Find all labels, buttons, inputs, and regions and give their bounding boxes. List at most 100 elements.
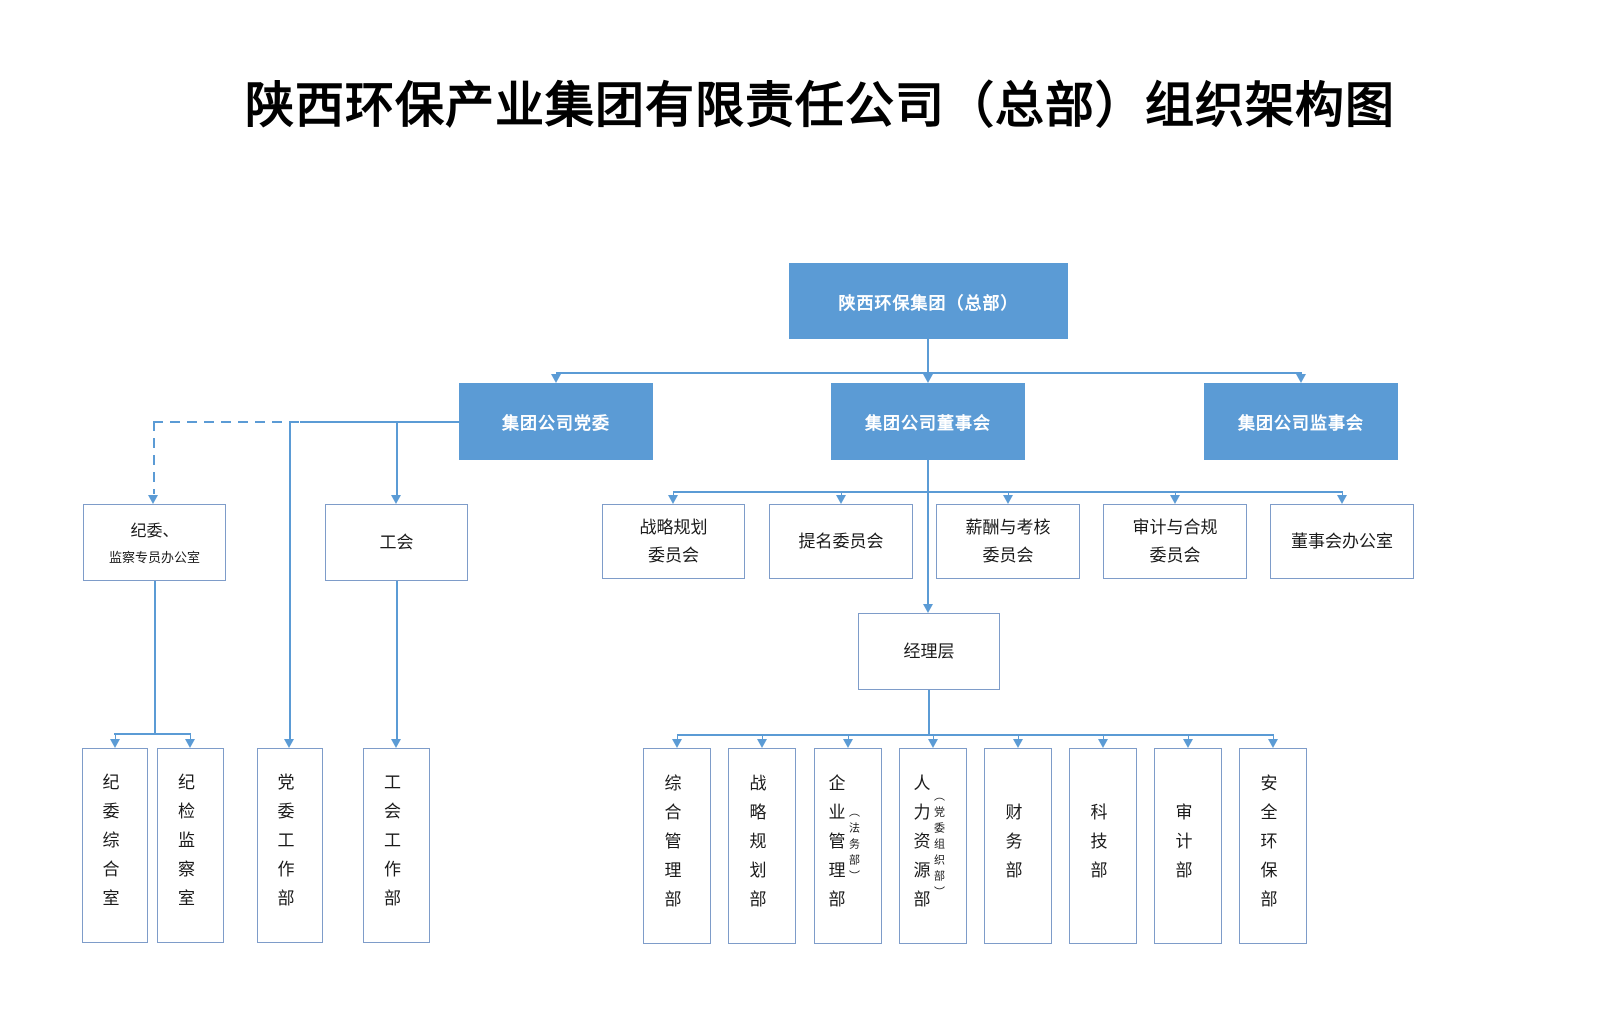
connector-stub (672, 491, 674, 496)
arrow-down-icon (184, 739, 195, 748)
arrow-down-icon (927, 739, 938, 748)
arrow-down-icon (1267, 739, 1278, 748)
org-node-dept-human-resources: 人力资源部 （党委组织部） (899, 748, 967, 944)
org-node-dept-strategy-planning: 战略规划部 (728, 748, 796, 944)
connector-board-to-management (927, 460, 929, 604)
org-node-dept-enterprise-management: 企业管理部 （法务部） (814, 748, 882, 944)
arrow-down-icon (922, 374, 933, 383)
org-node-dept-safety-environment: 安全环保部 (1239, 748, 1307, 944)
connector-stub (1272, 734, 1274, 739)
org-node-union: 工会 (325, 504, 468, 581)
connector-discipline-dashed-down (153, 421, 155, 494)
label-line1: 董事会办公室 (1291, 531, 1393, 551)
org-node-dept-general-management: 综合管理部 (643, 748, 711, 944)
arrow-down-icon (1336, 495, 1347, 504)
org-node-discipline-office: 纪委、 监察专员办公室 (83, 504, 226, 581)
connector-stub (840, 491, 842, 496)
dept-label: 战略规划部 (746, 773, 766, 919)
org-node-dept-science-technology: 科技部 (1069, 748, 1137, 944)
connector-stub (189, 733, 191, 739)
org-node-dept-finance: 财务部 (984, 748, 1052, 944)
label-line2: 委员会 (648, 545, 699, 565)
org-node-supervisory-board: 集团公司监事会 (1204, 383, 1398, 460)
connector-discipline-split (114, 733, 191, 735)
label-line2: 委员会 (1149, 545, 1201, 565)
dept-note: （法务部） (847, 806, 860, 886)
label-line1: 审计与合规 (1132, 517, 1218, 537)
connector-stub (1341, 491, 1343, 496)
dept-label: 工会工作部 (381, 773, 400, 918)
connector-stub (1017, 734, 1019, 739)
arrow-down-icon (1002, 495, 1013, 504)
arrow-down-icon (671, 739, 682, 748)
org-node-management-label: 经理层 (903, 641, 955, 661)
dept-label: 安全环保部 (1257, 773, 1277, 919)
org-node-board-office: 董事会办公室 (1270, 504, 1414, 579)
label-line2: 委员会 (982, 545, 1034, 565)
org-node-discipline-inspection-office: 纪检监察室 (157, 748, 224, 943)
connector-stub (1174, 491, 1176, 496)
connector-stub (1187, 734, 1189, 739)
org-node-root: 陕西环保集团（总部） (789, 263, 1068, 339)
dept-label: 人力资源部 (910, 773, 930, 919)
dept-label: 综合管理部 (661, 773, 681, 919)
connector-party-left-solid (300, 421, 459, 423)
label-line1: 战略规划 (639, 517, 708, 537)
connector-stub (761, 734, 763, 739)
page-title: 陕西环保产业集团有限责任公司（总部）组织架构图 (244, 78, 1395, 133)
org-node-dept-audit: 审计部 (1154, 748, 1222, 944)
arrow-down-icon (390, 495, 401, 504)
org-node-board-label: 集团公司董事会 (865, 414, 991, 433)
connector-departments-horizontal (677, 734, 1273, 736)
connector-party-work-down (289, 421, 291, 739)
label-line1: 薪酬与考核 (965, 517, 1051, 537)
dept-label: 纪委综合室 (99, 773, 119, 918)
connector-stub (847, 734, 849, 739)
dept-label: 纪检监察室 (175, 773, 194, 918)
connector-root-down (927, 339, 929, 373)
connector-stub (114, 733, 116, 739)
arrow-down-icon (390, 739, 401, 748)
arrow-down-icon (284, 739, 294, 748)
arrow-down-icon (1169, 495, 1180, 504)
org-node-audit-compliance-committee: 审计与合规 委员会 (1103, 504, 1247, 579)
org-node-discipline-general-office: 纪委综合室 (82, 748, 148, 943)
org-node-party-committee-label: 集团公司党委 (502, 414, 610, 433)
org-node-union-work-dept: 工会工作部 (363, 748, 430, 943)
arrow-down-icon (842, 739, 853, 748)
dept-label: 企业管理部 (825, 773, 845, 919)
dept-label: 科技部 (1087, 802, 1107, 890)
arrow-down-icon (550, 374, 561, 383)
connector-management-down (928, 690, 930, 735)
org-node-board: 集团公司董事会 (831, 383, 1025, 460)
arrow-down-icon (1182, 739, 1193, 748)
connector-stub (1102, 734, 1104, 739)
org-node-party-committee: 集团公司党委 (459, 383, 653, 460)
dept-label: 审计部 (1172, 802, 1192, 890)
dept-note: （党委组织部） (932, 790, 945, 902)
arrow-down-icon (922, 604, 933, 613)
connector-level2-horizontal (556, 372, 1302, 374)
org-node-union-label: 工会 (379, 532, 414, 552)
org-node-supervisory-board-label: 集团公司监事会 (1238, 414, 1364, 433)
arrow-down-icon (109, 739, 120, 748)
connector-stub (676, 734, 678, 739)
org-node-management-layer: 经理层 (858, 613, 1000, 690)
connector-discipline-down (154, 581, 156, 734)
connector-union-work-down (396, 581, 398, 739)
label-line1: 提名委员会 (798, 531, 884, 551)
label-line1: 纪委、 (130, 522, 179, 540)
connector-union-down (396, 421, 398, 496)
arrow-down-icon (835, 495, 846, 504)
arrow-down-icon (1012, 739, 1023, 748)
org-node-root-label: 陕西环保集团（总部） (838, 293, 1019, 313)
arrow-down-icon (1097, 739, 1108, 748)
arrow-down-icon (1295, 374, 1306, 383)
label-line2: 监察专员办公室 (108, 549, 200, 565)
org-node-nomination-committee: 提名委员会 (769, 504, 913, 579)
org-node-party-work-dept: 党委工作部 (257, 748, 323, 943)
connector-stub (932, 734, 934, 739)
org-node-compensation-committee: 薪酬与考核 委员会 (936, 504, 1080, 579)
connector-party-left-dashed (153, 421, 300, 423)
